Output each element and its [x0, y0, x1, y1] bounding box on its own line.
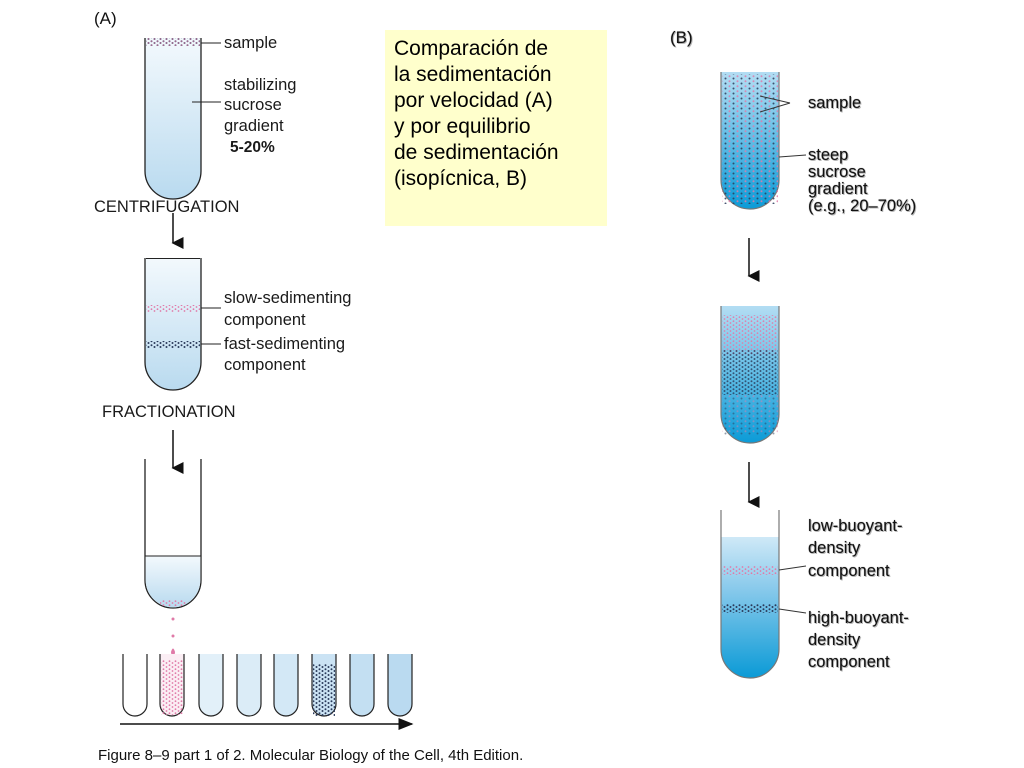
label-b-sample: sample: [808, 94, 862, 112]
tube-b1: [720, 72, 807, 210]
label-a-stabilizing-3: gradient: [224, 117, 284, 135]
label-b-steep-1: steep: [808, 146, 849, 164]
label-b-low-2: density: [808, 539, 861, 557]
note-line-2: la sedimentación: [394, 63, 552, 86]
label-a-stabilizing-2: sucrose: [224, 96, 282, 114]
label-b-steep-3: gradient: [808, 180, 868, 198]
label-centrifugation: CENTRIFUGATION: [94, 198, 240, 216]
label-b-steep-2: sucrose: [808, 163, 866, 181]
fraction-tubes: [120, 654, 414, 730]
tube-a3: [144, 459, 202, 655]
tube-a2: [144, 258, 221, 391]
note-line-6: (isopícnica, B): [394, 167, 528, 190]
label-fast-2: component: [224, 356, 306, 374]
panel-b-label: (B): [670, 28, 693, 47]
note-line-4: y por equilibrio: [394, 115, 531, 138]
note-line-1: Comparación de: [394, 37, 549, 60]
comparison-note: Comparación de la sedimentación por velo…: [385, 30, 607, 226]
label-b-high-2: density: [808, 631, 861, 649]
label-a-sample: sample: [224, 34, 278, 52]
label-b-steep-4: (e.g., 20–70%): [808, 197, 917, 215]
note-line-3: por velocidad (A): [394, 89, 553, 112]
note-line-5: de sedimentación: [394, 141, 559, 164]
label-fractionation: FRACTIONATION: [102, 403, 236, 421]
label-slow-2: component: [224, 311, 306, 329]
label-fast-1: fast-sedimenting: [224, 335, 346, 353]
tube-a1: [144, 38, 221, 200]
label-a-stabilizing-1: stabilizing: [224, 76, 297, 94]
panel-a-label: (A): [94, 9, 117, 28]
tube-b3: [720, 510, 807, 679]
label-b-high-3: component: [808, 653, 890, 671]
label-b-low-3: component: [808, 562, 890, 580]
label-slow-1: slow-sedimenting: [224, 289, 352, 307]
label-a-range: 5-20%: [230, 139, 275, 156]
tube-b2: [720, 306, 780, 444]
label-b-high-1: high-buoyant-: [808, 609, 909, 627]
label-b-low-1: low-buoyant-: [808, 517, 903, 535]
figure-caption: Figure 8–9 part 1 of 2. Molecular Biolog…: [98, 747, 524, 764]
